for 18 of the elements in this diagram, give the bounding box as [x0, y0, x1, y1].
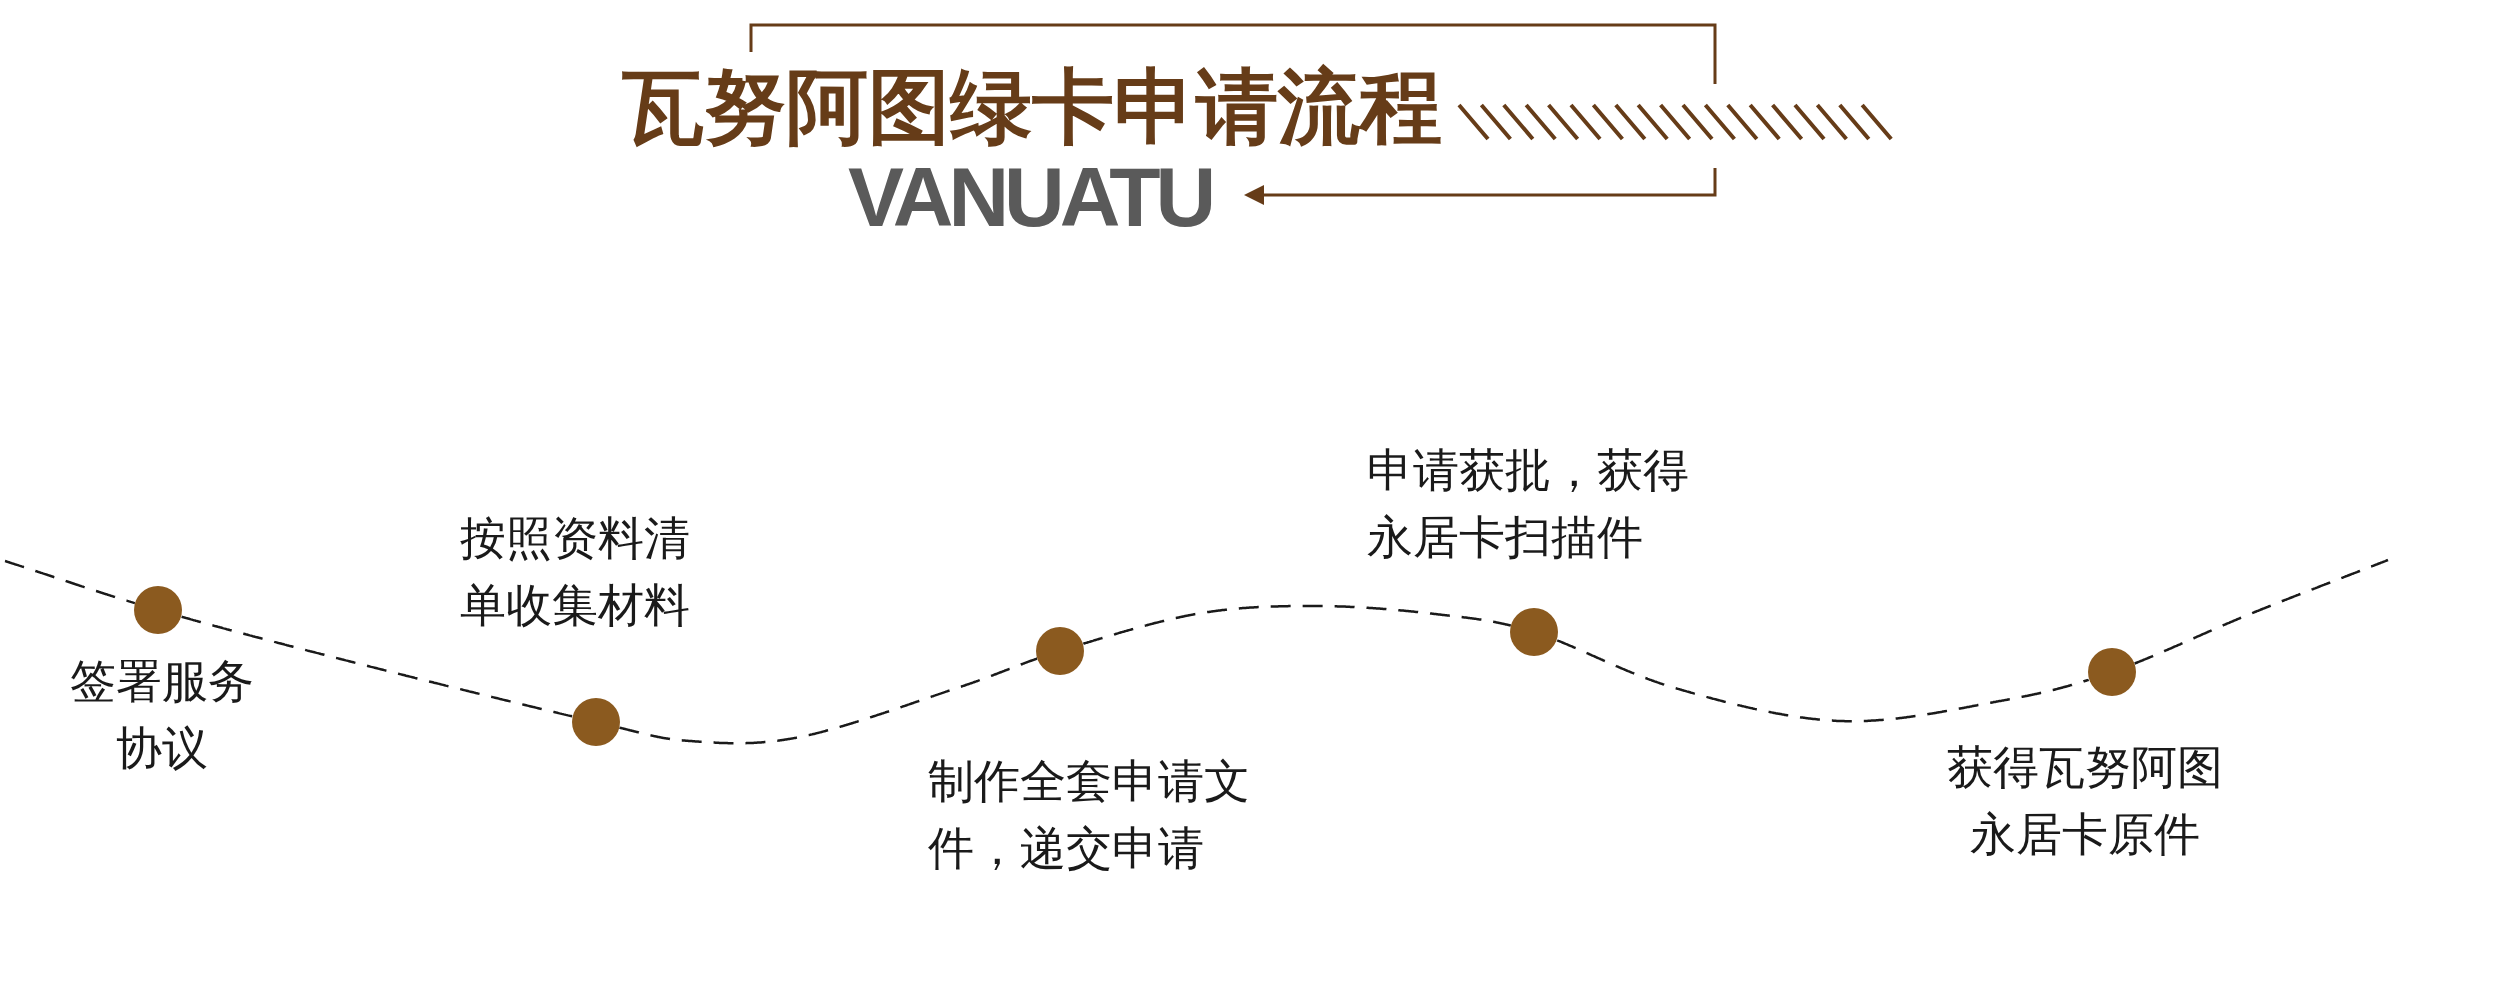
step-label: 制作全套申请文件，递交申请 [928, 753, 1251, 877]
timeline-dot [572, 698, 620, 746]
dashed-line [4, 559, 136, 605]
dashed-line [618, 657, 1038, 745]
step-label: 获得瓦努阿图永居卡原件 [1945, 739, 2224, 863]
timeline-dot [1036, 627, 1084, 675]
dashed-line [1556, 639, 2090, 723]
subtitle: VANUATU [848, 155, 1212, 239]
title: 瓦努阿图绿卡申请流程 [622, 66, 1442, 148]
step-label: 签署服务协议 [68, 653, 255, 777]
step-label: 按照资料清单收集材料 [460, 510, 691, 634]
timeline-dot [134, 586, 182, 634]
timeline-dot [1510, 608, 1558, 656]
dashed-line [1082, 604, 1512, 645]
dashed-line [2134, 558, 2389, 665]
timeline-dot [2088, 648, 2136, 696]
step-label: 申请获批，获得永居卡扫描件 [1367, 442, 1690, 566]
dashed-line [181, 615, 573, 718]
